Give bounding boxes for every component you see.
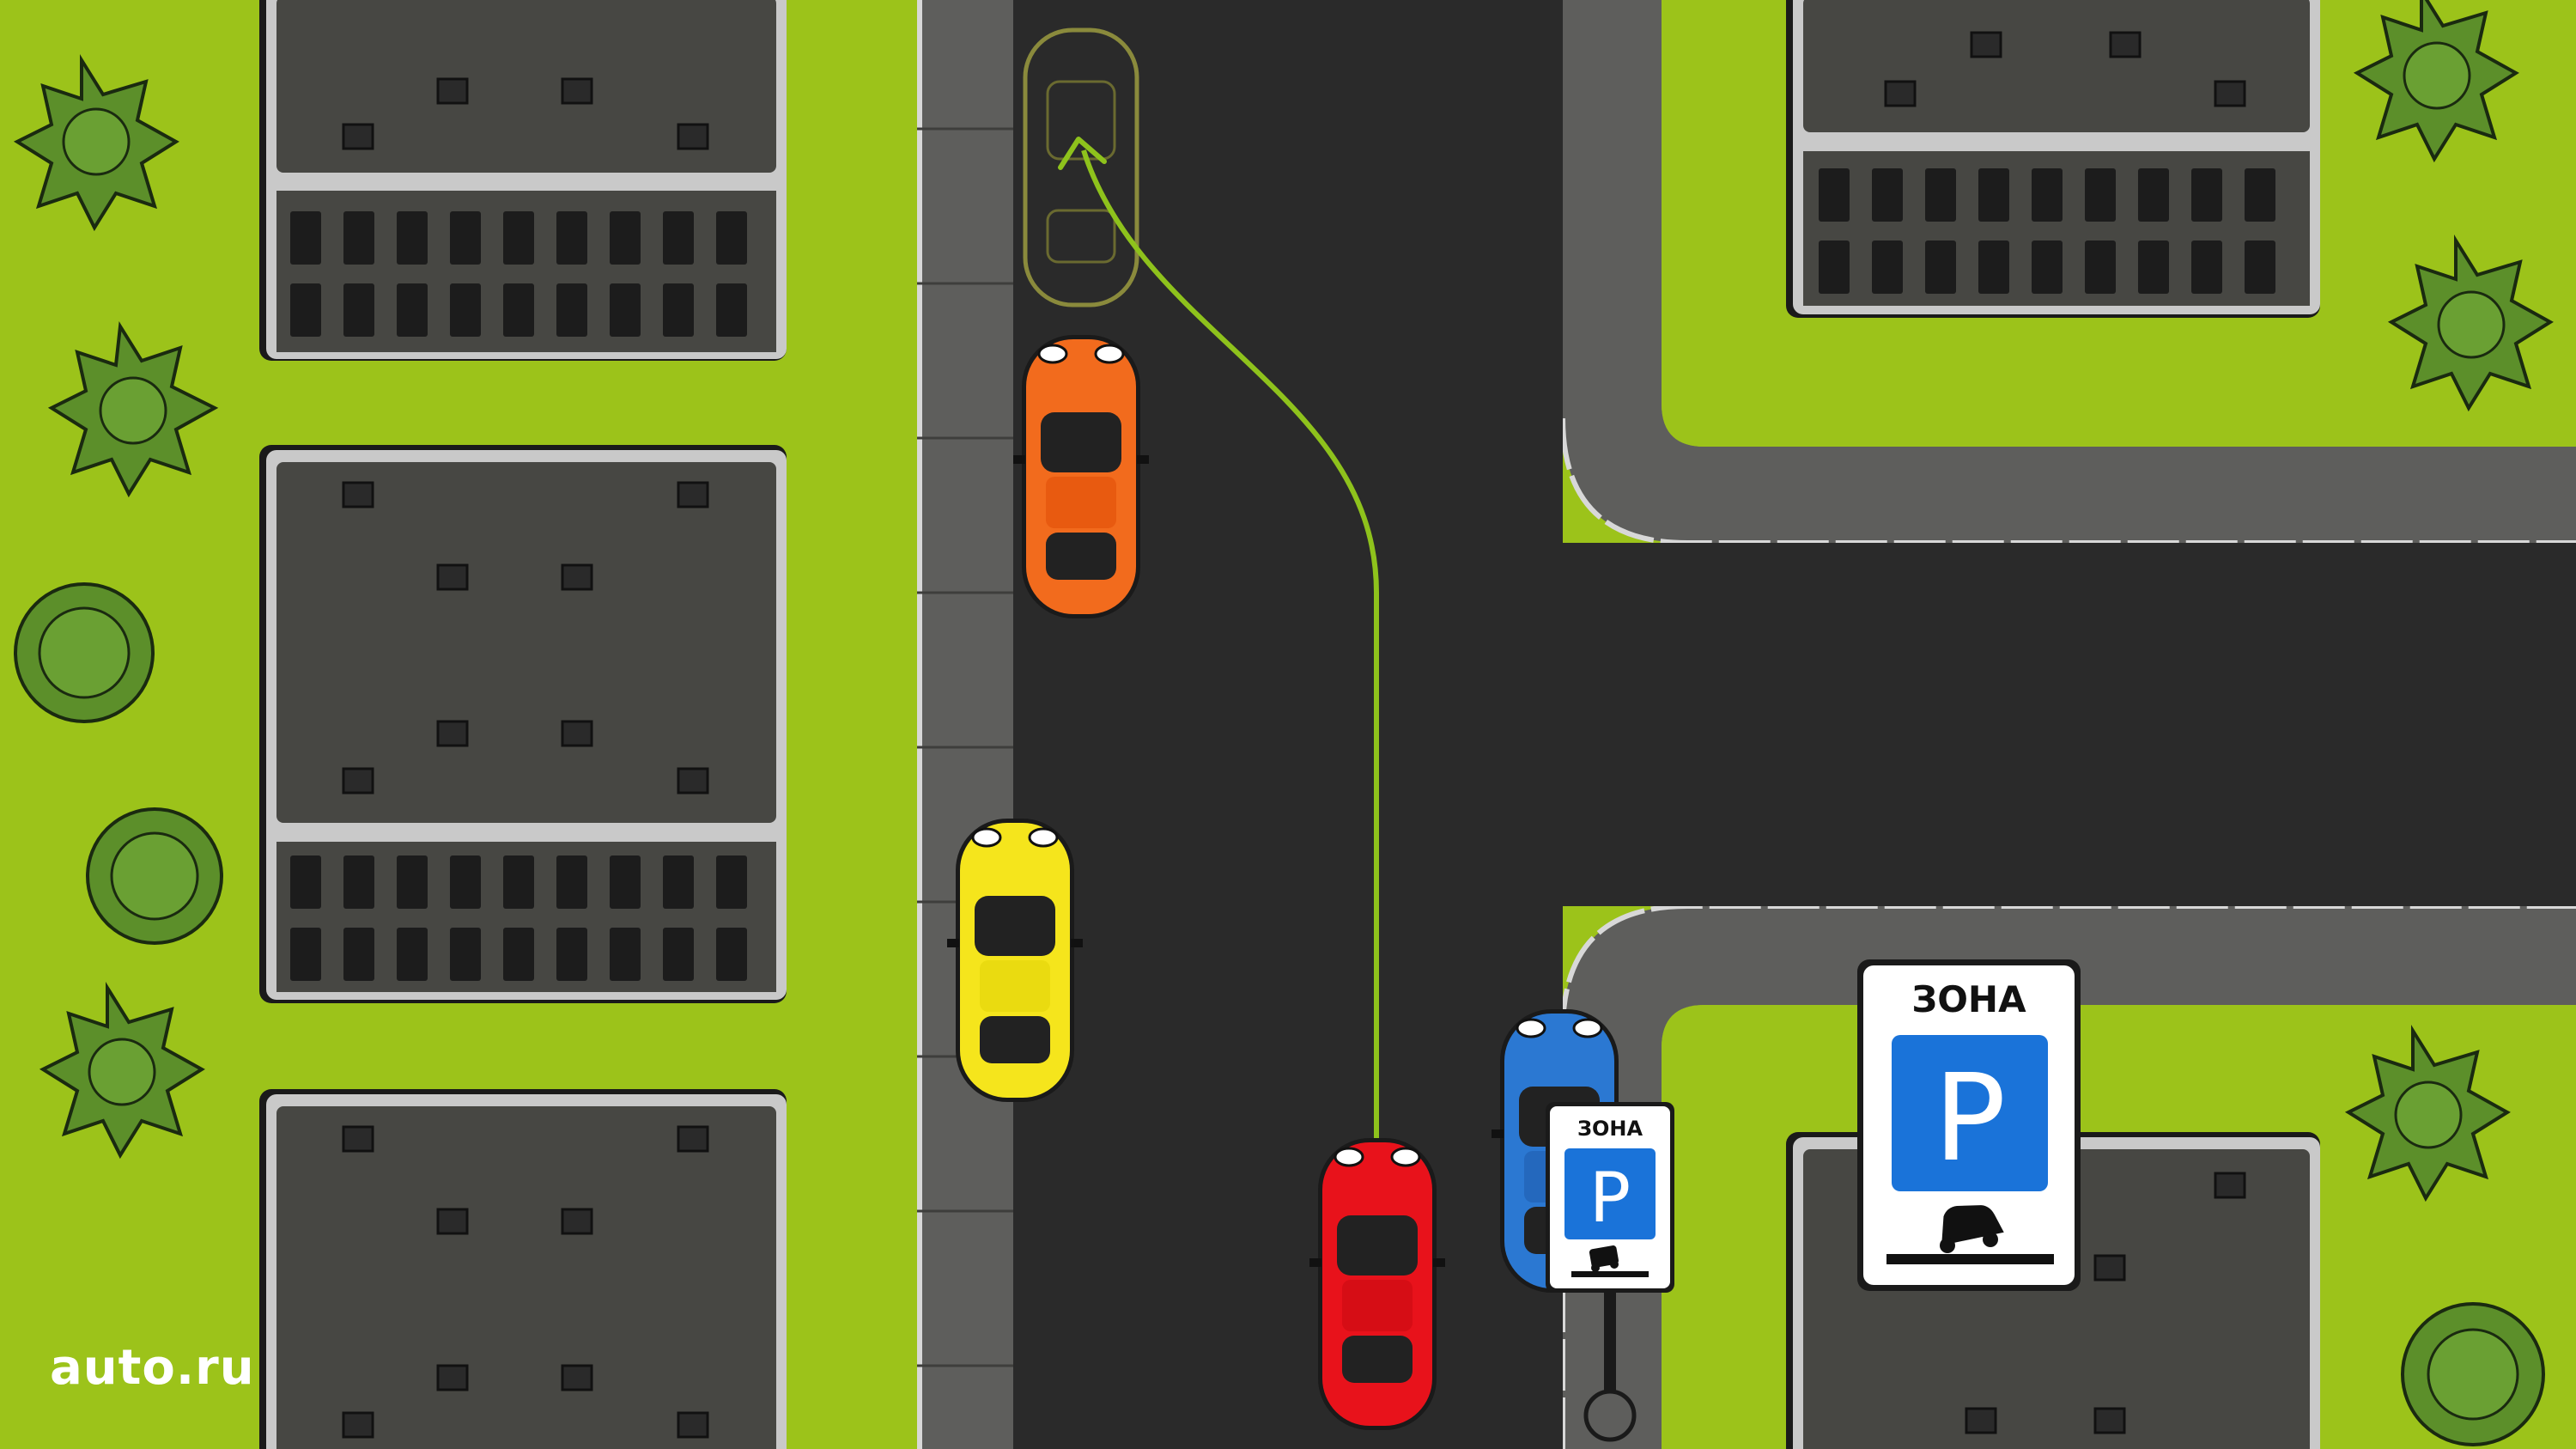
tree-star-6 [2344,1025,2511,1202]
small-parking-zone-sign: ЗОНА P [1546,1102,1674,1293]
target-parking-outline [1023,27,1139,307]
tree-round-3 [2401,1302,2545,1446]
side-road [1563,543,2576,906]
tree-round-1 [14,582,155,723]
right-bottom-sidewalk [1563,906,2576,1449]
red-car [1309,1138,1445,1430]
building-left-1 [259,0,787,361]
tree-star-2 [47,321,219,498]
small-sign-p-letter: P [1589,1158,1631,1238]
main-road [1013,0,1563,1449]
small-sign-pole [1583,1293,1637,1442]
right-top-sidewalk [1563,0,2576,543]
auto-ru-logo: auto.ru [50,1340,255,1396]
tree-star-3 [39,982,205,1160]
building-left-3 [259,1089,787,1449]
left-sidewalk [917,0,1013,1449]
tree-star-5 [2387,234,2554,412]
yellow-car [947,819,1083,1102]
small-sign-zone-text: ЗОНА [1577,1117,1643,1141]
large-parking-zone-sign: ЗОНА P [1857,959,2081,1291]
orange-car [1013,335,1149,618]
tree-star-4 [2353,0,2519,163]
large-sign-zone-text: ЗОНА [1911,978,2026,1020]
large-sign-car-on-curb-icon [1886,1205,2054,1264]
building-right-top [1786,0,2320,318]
small-sign-car-on-curb-icon [1571,1245,1649,1277]
tree-star-1 [13,54,179,232]
large-sign-p-letter: P [1934,1049,2006,1189]
tree-round-2 [86,807,223,945]
path-arrow [1058,137,1379,1147]
building-left-2 [259,445,787,1003]
